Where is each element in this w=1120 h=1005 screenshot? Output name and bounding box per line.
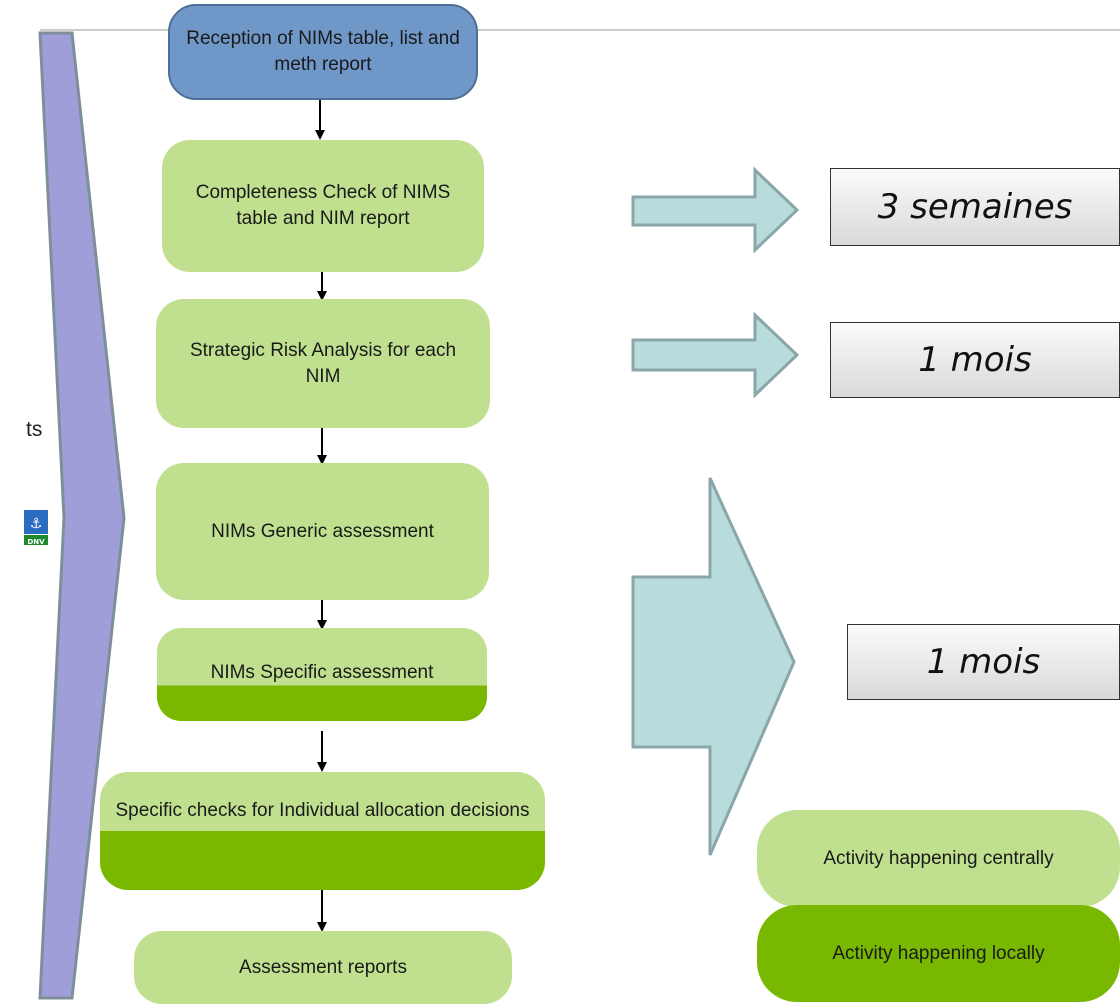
duration-label-3: 1 mois [926,642,1041,682]
duration-box-2: 1 mois [830,322,1120,398]
step-specific-assessment-label: NIMs Specific assessment [210,662,434,683]
duration-box-1: 3 semaines [830,168,1120,246]
dnv-logo: ⚓ DNV [24,510,48,546]
step-completeness-check: Completeness Check of NIMS table and NIM… [162,140,484,272]
step-reception: Reception of NIMs table, list and meth r… [168,4,478,100]
svg-text:⚓: ⚓ [30,516,43,532]
left-text-fragment: ts [26,418,43,441]
duration-arrow-2 [631,311,800,399]
legend-central: Activity happening centrally [757,810,1120,907]
step-assessment-reports: Assessment reports [134,931,512,1004]
step-assessment-reports-label: Assessment reports [239,956,407,978]
duration-label-1: 3 semaines [877,187,1073,227]
duration-arrow-3 [631,477,796,856]
duration-box-3: 1 mois [847,624,1120,700]
step-specific-assessment: NIMs Specific assessment [157,628,487,721]
step-strategic-risk-analysis-label: Strategic Risk Analysis for each NIM [189,339,457,387]
dnv-logo-text: DNV [27,538,45,546]
duration-arrow-1 [631,166,800,254]
legend-local: Activity happening locally [757,905,1120,1002]
legend-central-label: Activity happening centrally [823,847,1054,869]
step-specific-checks: Specific checks for Individual allocatio… [100,772,545,890]
step-generic-assessment: NIMs Generic assessment [156,463,489,600]
step-strategic-risk-analysis: Strategic Risk Analysis for each NIM [156,299,490,428]
legend-local-label: Activity happening locally [832,942,1045,964]
step-specific-checks-label: Specific checks for Individual allocatio… [115,800,530,821]
step-completeness-check-label: Completeness Check of NIMS table and NIM… [195,182,451,229]
process-chevron [38,31,126,1000]
step-generic-assessment-label: NIMs Generic assessment [211,520,434,542]
step-reception-label: Reception of NIMs table, list and meth r… [186,28,460,75]
duration-label-2: 1 mois [918,340,1032,380]
